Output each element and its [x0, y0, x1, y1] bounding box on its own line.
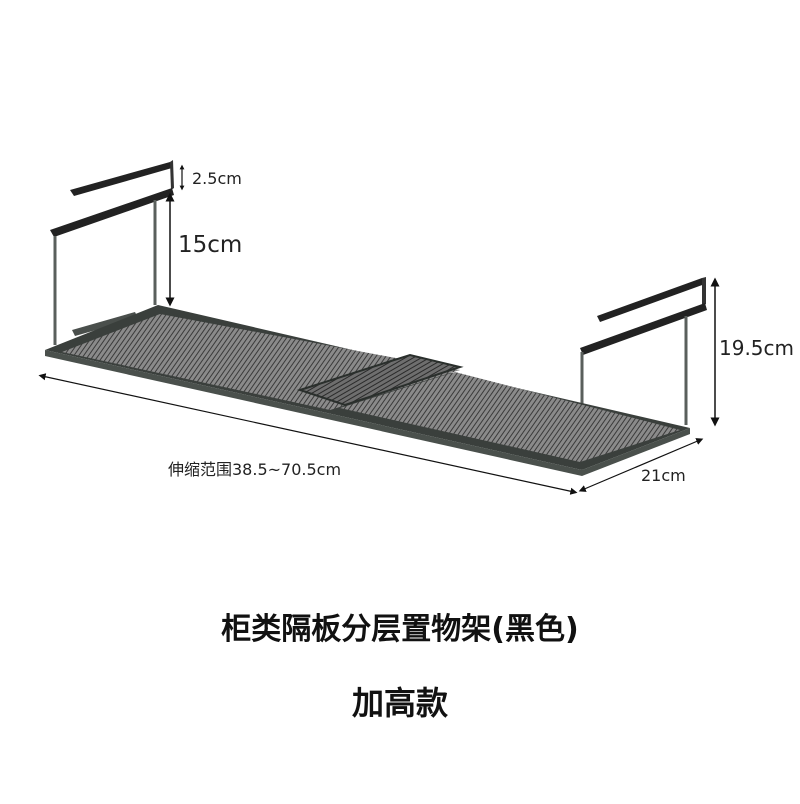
product-variant: 加高款 [351, 684, 448, 722]
total-height-label: 19.5cm [719, 336, 795, 360]
length-range-label: 伸缩范围38.5~70.5cm [168, 460, 342, 479]
shelf-tray [45, 305, 690, 476]
left-hook [50, 160, 174, 345]
dimension-arrows [38, 164, 720, 495]
depth-label: 21cm [641, 466, 686, 485]
hook-gap-label: 2.5cm [192, 169, 242, 188]
clearance-height-label: 15cm [178, 232, 243, 258]
product-title: 柜类隔板分层置物架(黑色) [221, 612, 579, 647]
